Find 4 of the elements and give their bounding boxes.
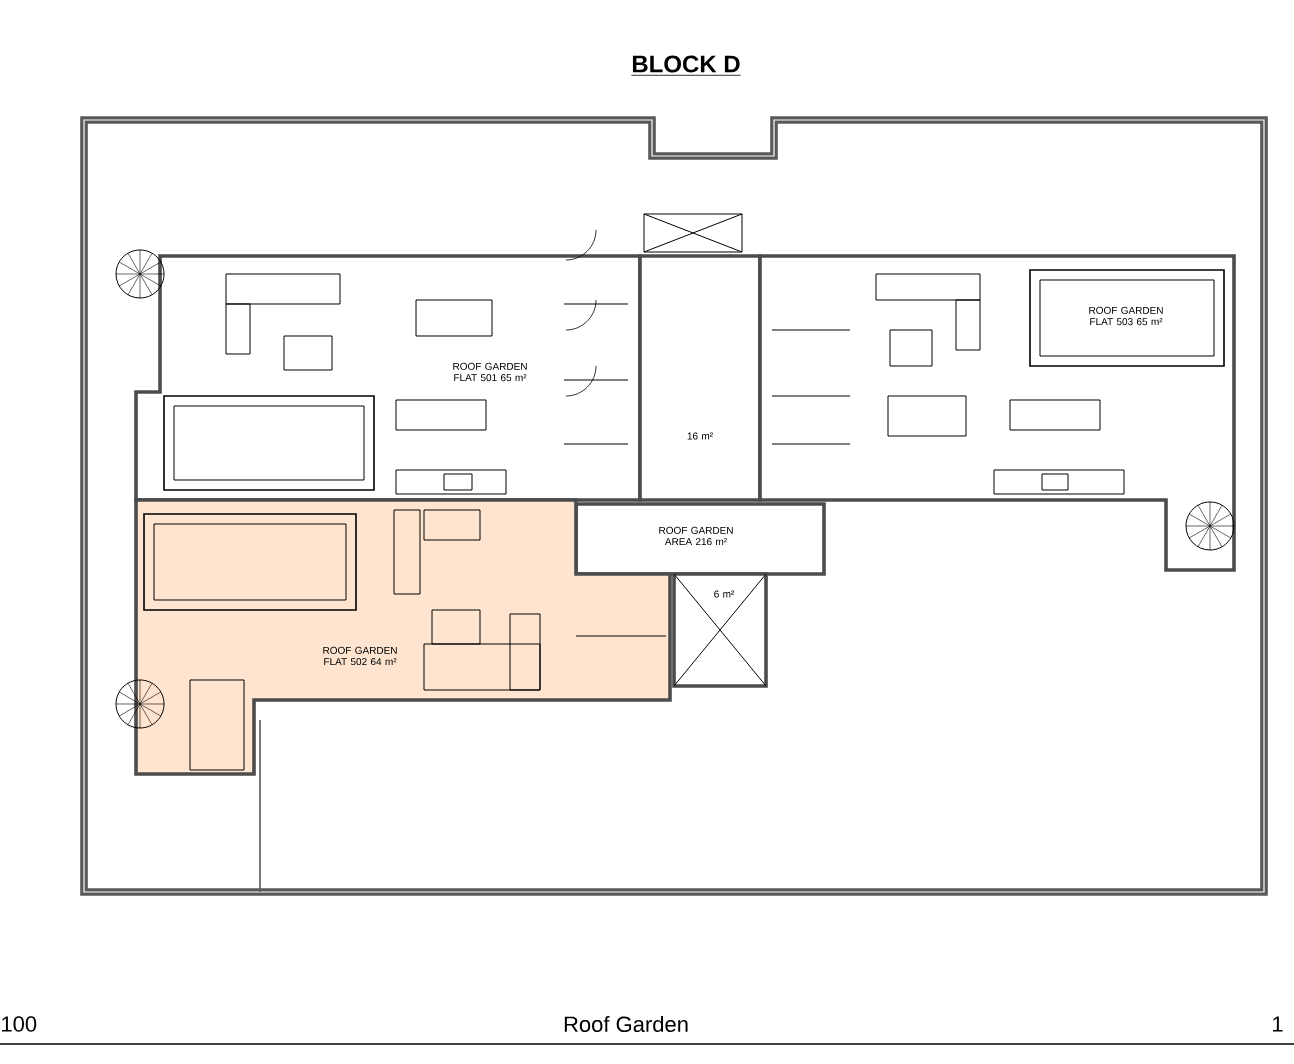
page-title: Roof Garden [564, 1015, 688, 1033]
title: BLOCK D [630, 55, 742, 76]
page-number: 1 [1273, 1016, 1283, 1032]
page-number: 100 [2, 1016, 37, 1032]
